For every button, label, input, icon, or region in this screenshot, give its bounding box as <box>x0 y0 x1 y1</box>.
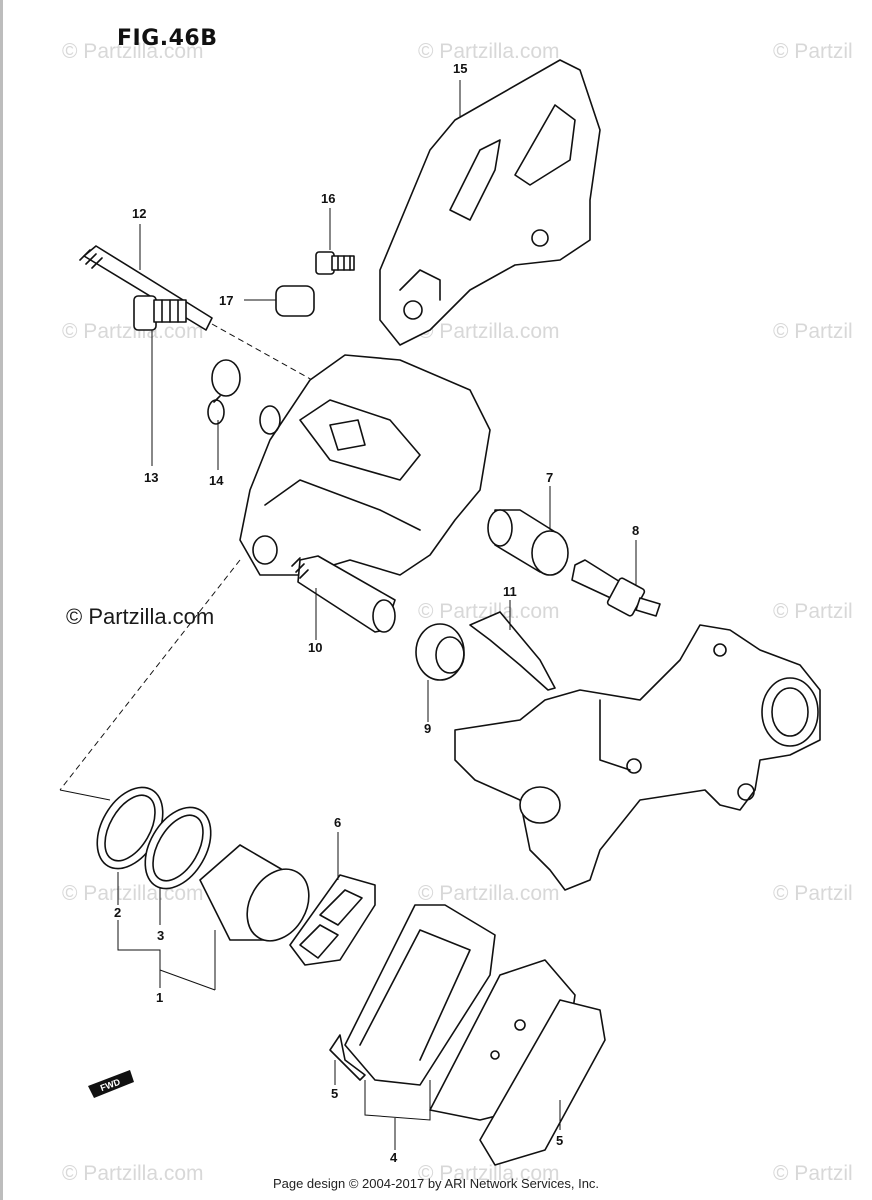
watermark: © Partzilla.com <box>418 600 560 623</box>
part-14-clip <box>207 359 241 425</box>
caliper-body <box>239 354 491 576</box>
part-1-piston <box>199 844 310 942</box>
forward-arrow-icon: FWD <box>88 1070 134 1098</box>
callout-8: 8 <box>632 523 639 538</box>
watermark: © Partzil <box>773 600 853 623</box>
figure-title: FIG.46B <box>117 26 218 51</box>
watermark: © Partzilla.com <box>418 1162 560 1185</box>
callout-17: 17 <box>219 293 233 308</box>
callout-14: 14 <box>209 473 224 488</box>
part-9-boot <box>415 623 465 681</box>
callout-16: 16 <box>321 191 335 206</box>
callout-2: 2 <box>114 905 121 920</box>
watermark: © Partzil <box>773 882 853 905</box>
callout-12: 12 <box>132 206 146 221</box>
callout-7: 7 <box>546 470 553 485</box>
part-8-bolt <box>571 559 661 617</box>
part-3-seal <box>144 806 212 890</box>
callout-4: 4 <box>390 1150 398 1165</box>
callout-3: 3 <box>157 928 164 943</box>
part-6-shim <box>289 874 376 966</box>
watermark: © Partzilla.com <box>418 882 560 905</box>
callout-11: 11 <box>503 584 517 599</box>
watermark: © Partzil <box>773 1162 853 1185</box>
watermark: © Partzilla.com <box>418 40 560 63</box>
part-15-bracket-plate <box>379 59 601 346</box>
callout-5: 5 <box>331 1086 338 1101</box>
part-13-bleeder <box>133 295 187 331</box>
part-11-pad-spring <box>469 611 556 691</box>
leader-lines <box>117 80 637 1150</box>
watermark: © Partzilla.com <box>62 320 204 343</box>
part-7-sleeve <box>487 509 569 576</box>
part-17-cap <box>275 285 315 317</box>
assembly-line <box>59 789 111 801</box>
watermark: © Partzil <box>773 40 853 63</box>
watermark: © Partzilla.com <box>62 1162 204 1185</box>
callout-13: 13 <box>144 470 158 485</box>
part-4-pad <box>344 904 496 1086</box>
callout-5: 5 <box>556 1133 563 1148</box>
watermark-featured: © Partzilla.com <box>66 604 215 629</box>
callout-15: 15 <box>453 61 467 76</box>
callout-10: 10 <box>308 640 322 655</box>
part-10-slide-pin <box>291 555 396 633</box>
watermark: © Partzilla.com <box>418 320 560 343</box>
watermark: © Partzilla.com <box>62 40 204 63</box>
part-5-pad <box>329 959 606 1166</box>
part-16-bolt <box>315 251 355 275</box>
caliper-support-bracket <box>454 624 821 891</box>
scan-edge <box>0 0 3 1200</box>
page-footer: Page design © 2004-2017 by ARI Network S… <box>272 1176 600 1191</box>
callout-6: 6 <box>334 815 341 830</box>
callout-9: 9 <box>424 721 431 736</box>
assembly-line <box>59 559 241 791</box>
callout-1: 1 <box>156 990 163 1005</box>
watermark: © Partzil <box>773 320 853 343</box>
